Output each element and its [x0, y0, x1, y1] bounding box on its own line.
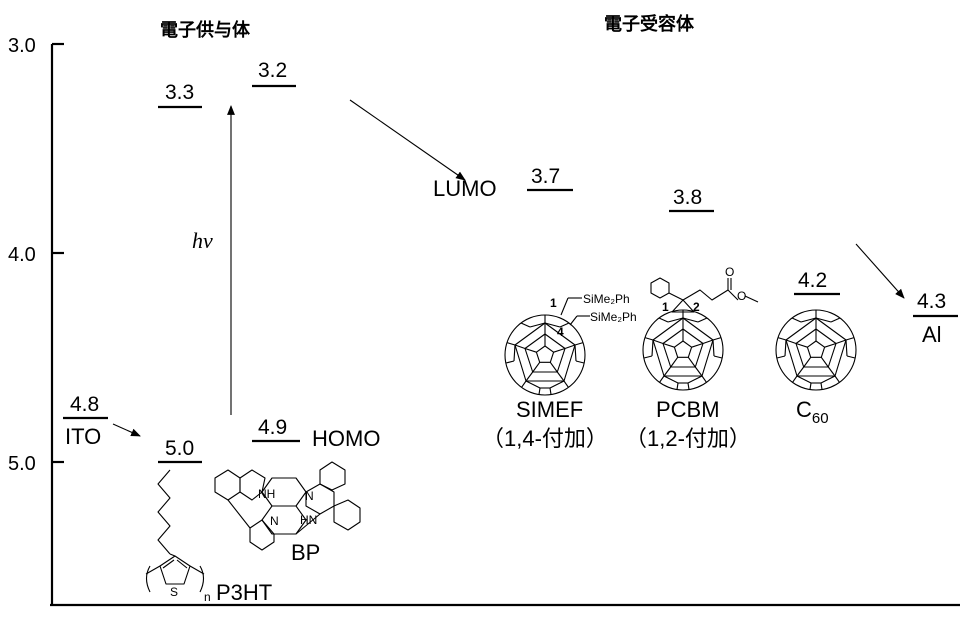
ito-hole-arrow: [112, 423, 141, 437]
lumo-label: LUMO: [433, 176, 497, 201]
bp-label: BP: [291, 540, 320, 565]
al-label: Al: [922, 322, 942, 347]
benzoporphyrin-structure-icon: [214, 461, 361, 551]
bp-homo-value: 4.9: [258, 416, 287, 439]
pcbm-carbonyl-o: O: [725, 265, 734, 279]
bp-lumo-value: 3.2: [258, 59, 287, 82]
bp-n-label-1: N: [305, 489, 314, 503]
al-value: 4.3: [917, 290, 946, 313]
fullerene-cage-icon-c60: [775, 309, 857, 391]
c60-lumo-value: 4.2: [798, 269, 827, 292]
y-tick-label-5: 5.0: [8, 453, 36, 475]
bp-nh-label: NH: [258, 487, 275, 501]
acceptor-heading: 電子受容体: [604, 13, 695, 35]
homo-label: HOMO: [312, 426, 380, 451]
p3ht-lumo-value: 3.3: [165, 81, 194, 104]
simef-lumo-value: 3.7: [531, 165, 560, 188]
bp-n-label-2: N: [270, 514, 279, 528]
pcbm-addition-label: （1,2-付加）: [625, 426, 751, 451]
y-tick-label-3: 3.0: [8, 35, 36, 57]
simef-substituent-1: SiMe₂Ph: [583, 292, 630, 306]
y-tick-label-4: 4.0: [8, 244, 36, 266]
fullerene-cage-icon-pcbm: [642, 277, 759, 391]
polythiophene-structure-icon: [145, 469, 205, 593]
pcbm-position-1: 1: [662, 300, 669, 314]
electron-transfer-arrow: [349, 99, 466, 181]
c60-main: C: [796, 397, 812, 422]
al-electron-arrow: [855, 243, 905, 299]
c60-label: C60: [796, 397, 829, 427]
pcbm-ester-o: O: [737, 289, 746, 303]
bp-hn-label: HN: [300, 513, 317, 527]
simef-position-1: 1: [550, 296, 557, 310]
simef-label: SIMEF: [516, 397, 583, 422]
ito-label: ITO: [65, 424, 101, 449]
p3ht-label: P3HT: [216, 580, 272, 605]
hv-label: hν: [192, 228, 213, 253]
thiophene-sulfur-label: S: [170, 585, 178, 599]
simef-substituent-2: SiMe₂Ph: [590, 310, 637, 324]
p3ht-homo-value: 5.0: [165, 437, 194, 460]
p3ht-repeat-n: n: [204, 590, 211, 604]
pcbm-position-2: 2: [693, 300, 700, 314]
simef-addition-label: （1,4-付加）: [482, 426, 608, 451]
c60-subscript: 60: [812, 410, 829, 427]
fullerene-cage-icon-simef: [504, 297, 590, 396]
simef-position-4: 4: [557, 325, 564, 339]
pcbm-lumo-value: 3.8: [673, 186, 702, 209]
pcbm-label: PCBM: [656, 397, 720, 422]
donor-heading: 電子供与体: [160, 19, 251, 41]
ito-value: 4.8: [70, 393, 99, 416]
